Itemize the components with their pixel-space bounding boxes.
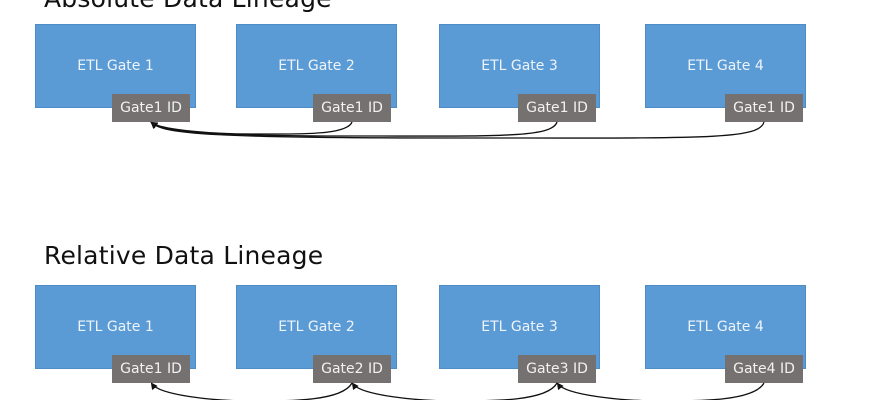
relative-link-arrow [556,382,765,400]
rel-id-tag-2: Gate2 ID [313,355,391,383]
abs-id-tag-4: Gate1 ID [725,94,803,122]
gate-label: ETL Gate 2 [278,319,355,335]
gate-label: ETL Gate 1 [77,319,154,335]
gate-label: ETL Gate 2 [278,58,355,74]
relative-lineage-title: Relative Data Lineage [44,241,324,270]
rel-id-tag-1: Gate1 ID [112,355,190,383]
gate-label: ETL Gate 4 [687,319,764,335]
relative-link-arrow [150,382,353,400]
gate-label: ETL Gate 4 [687,58,764,74]
abs-id-tag-1: Gate1 ID [112,94,190,122]
absolute-link-arrow [150,121,558,137]
absolute-lineage-title: Absolute Data Lineage [44,0,332,13]
abs-id-tag-2: Gate1 ID [313,94,391,122]
gate-label: ETL Gate 3 [481,58,558,74]
rel-id-tag-4: Gate4 ID [725,355,803,383]
gate-label: ETL Gate 3 [481,319,558,335]
absolute-link-arrow [150,121,353,135]
absolute-link-arrow [150,121,765,139]
gate-label: ETL Gate 1 [77,58,154,74]
abs-id-tag-3: Gate1 ID [518,94,596,122]
rel-id-tag-3: Gate3 ID [518,355,596,383]
relative-link-arrow [351,382,558,400]
